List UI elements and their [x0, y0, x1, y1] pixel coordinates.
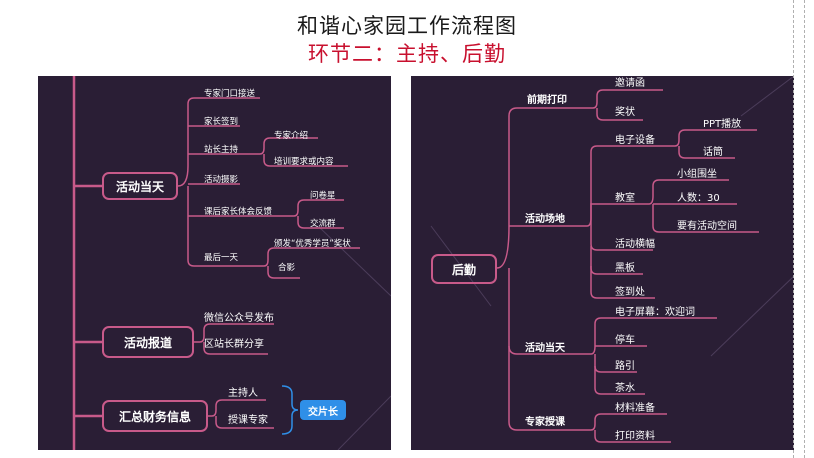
leaf-banner: 活动横幅: [615, 239, 655, 250]
page-subtitle: 环节二：主持、后勤: [308, 42, 506, 66]
leaf-group-photo: 合影: [278, 263, 296, 273]
leaf-parent-signin: 家长签到: [204, 117, 239, 127]
branch-expert-lecture: 专家授课: [525, 417, 565, 428]
leaf-wechat-publish: 微信公众号发布: [204, 313, 274, 324]
leaf-expert-intro: 专家介绍: [274, 131, 309, 141]
leaf-feedback: 课后家长体会反馈: [204, 207, 273, 217]
leaf-tea: 茶水: [615, 383, 635, 394]
branch-venue: 活动场地: [525, 214, 565, 225]
leaf-headcount: 人数：30: [677, 193, 720, 204]
right-mindmap-panel: 后勤 前期打印 邀请函 奖状 活动场地 电子设备 PPT播放 话筒 教室 小组围…: [411, 76, 794, 450]
branch-pre-printing: 前期打印: [527, 95, 567, 106]
leaf-award: 颁发“优秀学员”奖状: [274, 239, 351, 249]
leaf-activity-space: 要有活动空间: [677, 221, 737, 232]
leaf-certificate: 奖状: [615, 107, 635, 118]
leaf-screen-welcome: 电子屏幕：欢迎词: [615, 307, 695, 318]
leaf-materials: 材料准备: [615, 403, 655, 414]
leaf-invitation: 邀请函: [615, 78, 645, 89]
leaf-signin-desk: 签到处: [615, 287, 645, 298]
leaf-blackboard: 黑板: [615, 263, 635, 274]
node-logistics-root: 后勤: [431, 254, 497, 284]
node-classroom: 教室: [615, 193, 635, 204]
leaf-training-req: 培训要求或内容: [274, 157, 334, 167]
leaf-last-day: 最后一天: [204, 253, 239, 263]
leaf-microphone: 话筒: [703, 147, 723, 158]
leaf-print-docs: 打印资料: [615, 431, 655, 442]
leaf-lecturer: 授课专家: [228, 415, 268, 426]
leaf-parking: 停车: [615, 335, 635, 346]
slide-edge-guides: [793, 0, 805, 458]
left-connector-lines: [72, 76, 391, 450]
leaf-signage: 路引: [615, 361, 635, 372]
left-mindmap-panel: 活动当天 专家门口接送 家长签到 站长主持 活动摄影 课后家长体会反馈 最后一天…: [38, 76, 391, 450]
node-finance-summary: 汇总财务信息: [102, 400, 208, 432]
leaf-host-person: 主持人: [228, 388, 258, 399]
leaf-group-seating: 小组围坐: [677, 169, 717, 180]
leaf-questionnaire: 问卷星: [310, 191, 336, 201]
leaf-host: 站长主持: [204, 145, 239, 155]
leaf-group-share: 区站长群分享: [204, 339, 264, 350]
leaf-ppt: PPT播放: [703, 119, 742, 130]
leaf-expert-pickup: 专家门口接送: [204, 89, 256, 99]
badge-submit-to-chief: 交片长: [300, 400, 346, 420]
leaf-photography: 活动摄影: [204, 175, 239, 185]
node-equipment: 电子设备: [615, 135, 655, 146]
right-connector-lines: [430, 76, 794, 443]
leaf-chat-group: 交流群: [310, 219, 336, 229]
node-event-report: 活动报道: [102, 326, 194, 358]
page-title: 和谐心家园工作流程图: [297, 14, 517, 38]
node-event-day: 活动当天: [102, 172, 178, 200]
branch-event-day: 活动当天: [525, 343, 565, 354]
